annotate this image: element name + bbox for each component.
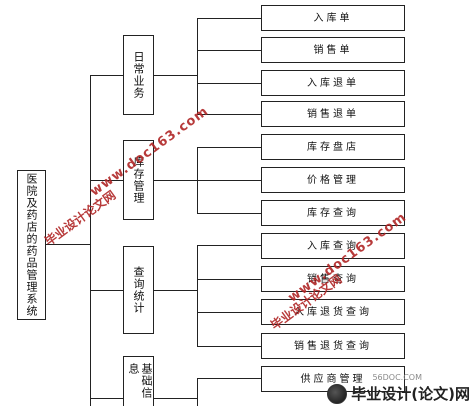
leaf-item: 库存盘店 — [261, 134, 405, 160]
item-connector — [197, 114, 261, 115]
module-connector — [154, 290, 197, 291]
module-connector — [90, 75, 123, 76]
module-connector — [90, 290, 123, 291]
brand-small-text: 56DOC.COM — [372, 373, 422, 382]
item-connector — [197, 147, 261, 148]
item-connector — [197, 378, 261, 379]
item-spine — [197, 378, 198, 406]
module-connector — [154, 180, 197, 181]
brand-logo-icon — [327, 383, 348, 404]
root-connector — [46, 244, 90, 245]
watermark-cn: 毕业设计论文网 — [42, 187, 119, 249]
leaf-item: 销售查询 — [261, 266, 405, 292]
item-connector — [197, 312, 261, 313]
item-spine — [197, 18, 198, 114]
leaf-item: 销售单 — [261, 37, 405, 63]
leaf-item: 价格管理 — [261, 167, 405, 193]
module-node-inventory: 库存管理 — [123, 140, 154, 220]
module-spine — [90, 75, 91, 406]
leaf-item: 供应商管理 — [261, 366, 405, 392]
module-connector — [154, 398, 197, 399]
leaf-item: 入库退货查询 — [261, 299, 405, 325]
brand-text: 毕业设计(论文)网 — [351, 385, 470, 403]
item-connector — [197, 213, 261, 214]
root-node: 医院及药店的药品管理系统 — [17, 170, 46, 320]
module-connector — [90, 398, 123, 399]
module-node-daily-business: 日常业务 — [123, 35, 154, 115]
module-label: 日常业务 — [132, 51, 145, 99]
module-connector — [90, 180, 123, 181]
item-connector — [197, 279, 261, 280]
module-label: 库存管理 — [132, 156, 145, 204]
leaf-item: 入库单 — [261, 5, 405, 31]
item-spine — [197, 245, 198, 346]
item-connector — [197, 18, 261, 19]
leaf-item: 销售退货查询 — [261, 333, 405, 359]
module-label: 查询统计 — [132, 266, 145, 314]
leaf-item: 库存查询 — [261, 200, 405, 226]
module-node-basic-info: 基础信息 — [123, 356, 154, 406]
module-node-query-stats: 查询统计 — [123, 246, 154, 334]
item-connector — [197, 346, 261, 347]
item-connector — [197, 83, 261, 84]
root-label: 医院及药店的药品管理系统 — [25, 173, 38, 317]
module-connector — [154, 75, 197, 76]
brand-watermark: 毕业设计(论文)网 — [327, 383, 470, 404]
item-connector — [197, 245, 261, 246]
item-connector — [197, 50, 261, 51]
leaf-item: 入库查询 — [261, 233, 405, 259]
leaf-item: 销售退单 — [261, 101, 405, 127]
module-label: 基础信息 — [127, 363, 153, 399]
item-connector — [197, 180, 261, 181]
leaf-item: 入库退单 — [261, 70, 405, 96]
